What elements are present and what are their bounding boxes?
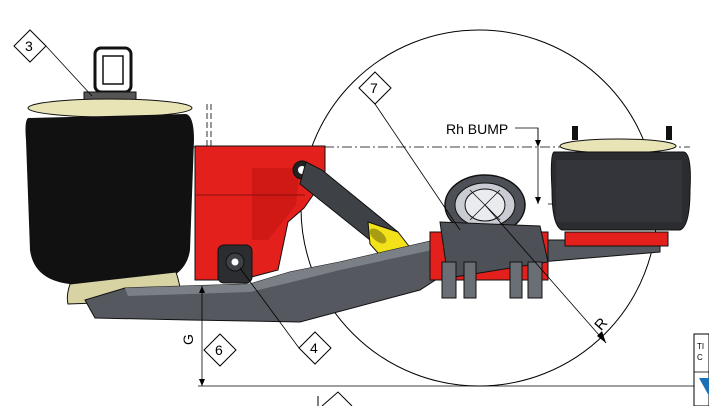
g-dimension: G (180, 286, 709, 387)
right-air-spring (550, 126, 691, 231)
callout-7-label: 7 (370, 80, 378, 96)
hanger-bracket-shade (252, 168, 300, 240)
title-block-line2: C (697, 353, 703, 362)
pivot-bushing (217, 244, 253, 284)
title-block-line1: TI (697, 342, 704, 351)
g-label: G (180, 334, 196, 345)
trailing-arm-top (125, 238, 450, 296)
rh-bump-label: Rh BUMP (446, 121, 508, 137)
callout-3: 3 (13, 29, 93, 97)
rh-bump-dimension: Rh BUMP (446, 121, 541, 204)
callout-7: 7 (358, 71, 461, 231)
spring-seat-red (564, 231, 669, 247)
callout-6: 6 (203, 333, 237, 367)
logo-icon (699, 378, 709, 396)
radius-label: R (591, 314, 611, 334)
callout-4: 4 (239, 267, 332, 365)
callout-6-label: 6 (215, 342, 223, 358)
callout-partial (317, 391, 353, 406)
left-air-spring (25, 46, 194, 305)
callout-4-label: 4 (310, 340, 318, 356)
title-block: TI C (693, 333, 709, 406)
shock-absorber (292, 160, 413, 263)
callout-3-label: 3 (25, 38, 33, 54)
